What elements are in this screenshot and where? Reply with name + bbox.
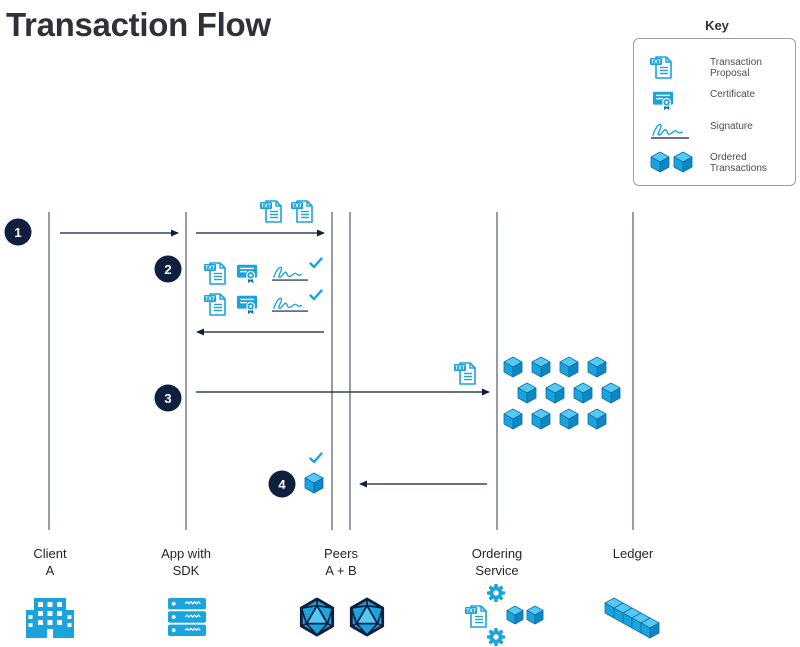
peer-node-icon bbox=[299, 597, 335, 637]
step3-ordering bbox=[453, 356, 621, 430]
certificate-icon bbox=[236, 264, 258, 284]
step-badges: 1 2 3 4 bbox=[4, 218, 296, 498]
transaction-proposal-icon bbox=[290, 200, 313, 223]
transaction-proposal-icon bbox=[203, 262, 226, 285]
transaction-proposal-icon bbox=[464, 605, 487, 628]
transaction-proposal-icon bbox=[649, 56, 672, 79]
signature-icon bbox=[271, 297, 309, 312]
ordered-transactions-cluster bbox=[503, 356, 621, 430]
step-badge-1: 1 bbox=[4, 218, 32, 246]
step2-endorsements bbox=[203, 257, 323, 316]
check-icon bbox=[309, 289, 323, 301]
key-heading: Key bbox=[705, 18, 729, 33]
peer-node-icon bbox=[349, 597, 385, 637]
check-icon bbox=[309, 452, 323, 464]
signature-icon bbox=[650, 123, 690, 139]
step-badge-4: 4 bbox=[268, 470, 296, 498]
certificate-icon bbox=[652, 91, 674, 111]
key-icons bbox=[649, 56, 693, 173]
message-arrows bbox=[60, 229, 490, 488]
key-label-certificate: Certificate bbox=[710, 89, 756, 100]
svg-text:1: 1 bbox=[14, 225, 21, 240]
svg-text:4: 4 bbox=[278, 477, 286, 492]
svg-text:3: 3 bbox=[164, 391, 171, 406]
block-icon bbox=[304, 472, 324, 494]
actor-icons bbox=[26, 584, 660, 646]
office-building-icon bbox=[26, 598, 74, 638]
page-title: Transaction Flow bbox=[6, 6, 271, 43]
ordering-service-icon bbox=[464, 584, 544, 646]
step-badge-3: 3 bbox=[154, 384, 182, 412]
step4-validated-block bbox=[304, 452, 324, 494]
transaction-proposal-icon bbox=[259, 200, 282, 223]
lifelines bbox=[48, 212, 634, 530]
certificate-icon bbox=[236, 295, 258, 315]
signature-icon bbox=[271, 266, 309, 281]
ordered-transactions-icon bbox=[650, 151, 670, 173]
actor-label-ledger: Ledger bbox=[612, 546, 654, 561]
check-icon bbox=[309, 257, 323, 269]
step1-proposals bbox=[259, 200, 313, 223]
server-stack-icon bbox=[167, 597, 207, 637]
key-box bbox=[633, 38, 796, 186]
svg-text:2: 2 bbox=[164, 262, 171, 277]
gear-icon bbox=[487, 628, 505, 646]
step-badge-2: 2 bbox=[154, 255, 182, 283]
gear-icon bbox=[487, 584, 505, 602]
transaction-proposal-icon bbox=[453, 362, 476, 385]
ledger-blocks-icon bbox=[604, 597, 660, 639]
transaction-proposal-icon bbox=[203, 293, 226, 316]
ordered-transactions-icon bbox=[673, 151, 693, 173]
key-label-signature: Signature bbox=[710, 121, 753, 132]
